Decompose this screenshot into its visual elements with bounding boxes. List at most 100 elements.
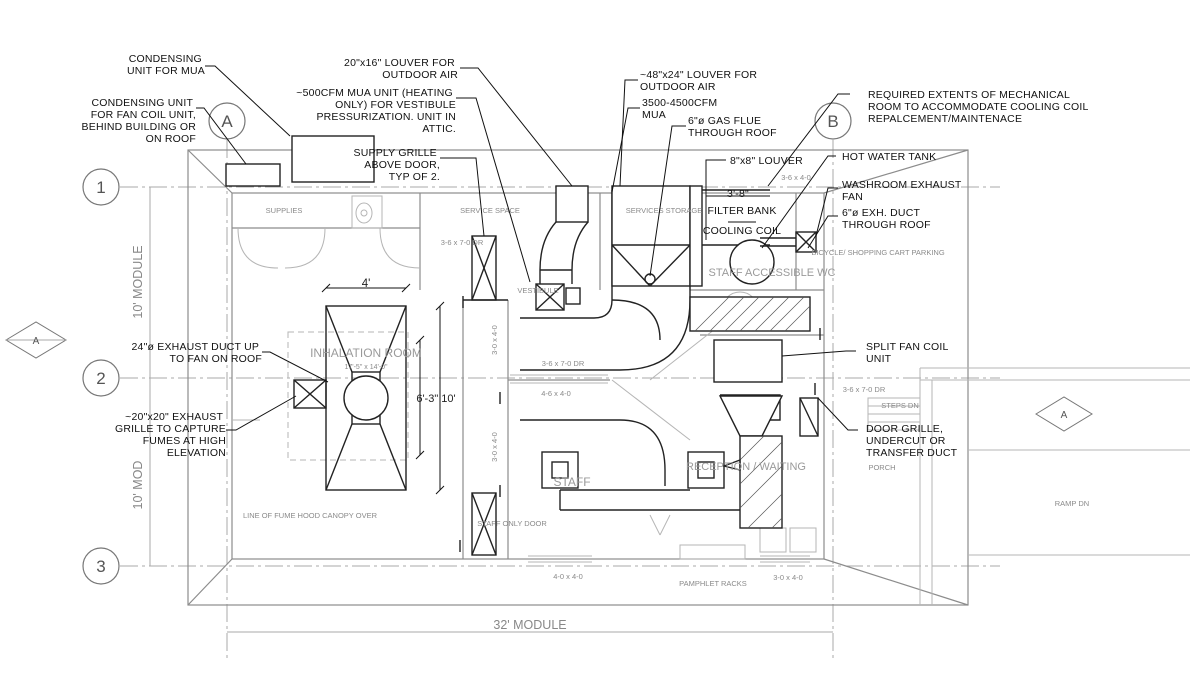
svg-text:CONDENSING UNIT FOR MUA: CONDENSING UNIT FOR MUA	[127, 53, 205, 77]
label-door-a: 3-6 x 7-0 DR	[441, 238, 484, 247]
note-exhaust-24-line: TO FAN ON ROOF	[170, 353, 262, 365]
svg-text:~48"x24" LOUVER FOR OUTDOO: ~48"x24" LOUVER FOR OUTDOOR AIR	[640, 69, 760, 93]
note-mua-500-line: ATTIC.	[422, 123, 456, 135]
note-supply-grille-line: TYP OF 2.	[389, 171, 440, 183]
filter-width-dimension: 3'-8"	[727, 188, 749, 200]
label-supplies: SUPPLIES	[266, 206, 303, 215]
note-filter-bank: FILTER BANK	[707, 205, 776, 217]
room-names: INHALATION ROOM STAFF ACCESSIBLE WC RECE…	[310, 267, 835, 489]
grid-bubble-1-label: 1	[96, 178, 105, 197]
label-door-c: 3-6 x 7-0 DR	[843, 385, 886, 394]
section-marker-right: A	[1035, 396, 1093, 432]
room-reception: RECEPTION / WAITING	[686, 461, 806, 473]
note-cond-fan-line: ON ROOF	[146, 133, 196, 145]
label-small-room-dim: 17'-5" x 14'-0"	[344, 364, 388, 371]
note-exh-duct-6-line: THROUGH ROOF	[842, 219, 931, 231]
note-exhaust-24: 24"ø EXHAUST DUCT UP	[132, 341, 259, 353]
ductwork	[225, 135, 821, 556]
note-required-extents-line: ROOM TO ACCOMMODATE COOLING COIL	[868, 101, 1089, 113]
note-mua-500: ~500CFM MUA UNIT (HEATING	[296, 87, 453, 99]
svg-text:6"ø EXH. DUCT THROUGH ROOF: 6"ø EXH. DUCT THROUGH ROOF	[842, 207, 931, 231]
svg-text:SUPPLY GRILLE ABOVE DOOR,T: SUPPLY GRILLE ABOVE DOOR,TYP OF 2.	[354, 147, 440, 183]
svg-text:WASHROOM EXHAUST FAN: WASHROOM EXHAUST FAN	[842, 179, 964, 203]
note-mua-500-line: ONLY) FOR VESTIBULE	[335, 99, 456, 111]
note-washroom-fan-line: FAN	[842, 191, 863, 203]
note-washroom-fan: WASHROOM EXHAUST	[842, 179, 962, 191]
svg-text:~20"x20" EXHAUST GRILLE TO: ~20"x20" EXHAUST GRILLE TO CAPTUREFUMES …	[115, 411, 226, 459]
grid-bubble-1: 1	[82, 168, 120, 206]
label-porch: PORCH	[868, 463, 895, 472]
module-label-left-bottom: 10' MOD	[131, 461, 145, 510]
grid-bubble-b: B	[814, 102, 852, 140]
hood-height-dimension: 6'-3" 10'	[416, 393, 455, 405]
label-window-404: 4-0 x 4-0	[553, 572, 583, 581]
note-exhaust-grille: ~20"x20" EXHAUST	[125, 411, 223, 423]
note-mua-3500: 3500-4500CFM	[642, 97, 717, 109]
label-staff-only: STAFF ONLY DOOR	[477, 519, 547, 528]
label-window-304: 3-0 x 4-0	[773, 573, 803, 582]
room-staff-wc: STAFF ACCESSIBLE WC	[709, 267, 836, 279]
svg-text:CONDENSING UNIT FOR FAN CO: CONDENSING UNIT FOR FAN COIL UNIT,BEHIND…	[82, 97, 197, 145]
note-louver-48-line: OUTDOOR AIR	[640, 81, 716, 93]
grid-bubble-2-label: 2	[96, 369, 105, 388]
note-cooling-coil: COOLING COIL	[703, 225, 781, 237]
building-outline	[187, 149, 1190, 606]
module-label-left-top: 10' MODULE	[131, 245, 145, 318]
label-service-space: SERVICE SPACE	[460, 206, 520, 215]
svg-text:SPLIT FAN COIL UNIT: SPLIT FAN COIL UNIT	[866, 341, 951, 365]
note-cond-fan-line: BEHIND BUILDING OR	[82, 121, 197, 133]
label-services-storage: SERVICES STORAGE	[626, 206, 702, 215]
note-door-grille-line: TRANSFER DUCT	[866, 447, 958, 459]
note-split-fan-line: UNIT	[866, 353, 892, 365]
note-required-extents-line: REPALCEMENT/MAINTENACE	[868, 113, 1022, 125]
svg-text:20"x16" LOUVER FOR OUTDOOR: 20"x16" LOUVER FOR OUTDOOR AIR	[344, 57, 458, 81]
grid-bubble-3-label: 3	[96, 557, 105, 576]
leader-lines	[196, 65, 858, 431]
note-supply-grille: SUPPLY GRILLE	[354, 147, 437, 159]
section-marker-right-label: A	[1061, 410, 1068, 421]
note-mua-3500-line: MUA	[642, 109, 666, 121]
svg-text:24"ø EXHAUST DUCT UP TO FA: 24"ø EXHAUST DUCT UP TO FAN ON ROOF	[132, 341, 262, 365]
note-louver-20: 20"x16" LOUVER FOR	[344, 57, 455, 69]
note-exhaust-grille-line: ELEVATION	[167, 447, 226, 459]
grid-bubble-b-label: B	[827, 112, 838, 131]
hood-width-dimension: 4'	[362, 278, 371, 290]
svg-text:6"ø GAS FLUE THROUGH ROOF: 6"ø GAS FLUE THROUGH ROOF	[688, 115, 777, 139]
note-exhaust-grille-line: GRILLE TO CAPTURE	[115, 423, 226, 435]
grid-bubble-a-label: A	[221, 112, 233, 131]
section-marker-left-label: A	[33, 336, 40, 347]
room-staff: STAFF	[553, 475, 590, 489]
note-cond-fan: CONDENSING UNIT	[91, 97, 193, 109]
annotations: CONDENSING UNIT FOR MUA CONDENSING UNIT …	[82, 53, 1089, 459]
note-exh-duct-6: 6"ø EXH. DUCT	[842, 207, 920, 219]
module-label-bottom: 32' MODULE	[493, 618, 566, 632]
note-louver-8: 8"x8" LOUVER	[730, 155, 803, 167]
note-door-grille-line: UNDERCUT OR	[866, 435, 946, 447]
note-supply-grille-line: ABOVE DOOR,	[364, 159, 440, 171]
grid-bubble-2: 2	[82, 359, 120, 397]
note-door-grille: DOOR GRILLE,	[866, 423, 943, 435]
note-cond-mua: CONDENSING	[129, 53, 202, 65]
note-mua-500-line: PRESSURIZATION. UNIT IN	[316, 111, 456, 123]
label-fume-hood: LINE OF FUME HOOD CANOPY OVER	[243, 511, 378, 520]
label-ramp-dn: RAMP DN	[1055, 499, 1089, 508]
note-gas-flue: 6"ø GAS FLUE	[688, 115, 761, 127]
svg-text:REQUIRED EXTENTS OF MECHANICAL: REQUIRED EXTENTS OF MECHANICAL ROOM TO A…	[868, 89, 1089, 125]
room-labels: SUPPLIES SERVICE SPACE SERVICES STORAGE …	[243, 173, 1089, 588]
note-louver-20-line: OUTDOOR AIR	[382, 69, 458, 81]
note-split-fan: SPLIT FAN COIL	[866, 341, 949, 353]
grid-bubble-a: A	[208, 102, 246, 140]
label-door-b: 3-6 x 7-0 DR	[542, 359, 585, 368]
fume-hood-canopy	[287, 283, 445, 495]
label-steps-dn: STEPS DN	[881, 401, 919, 410]
label-pamphlet: PAMPHLET RACKS	[679, 579, 747, 588]
label-window-464: 4-6 x 4-0	[541, 389, 571, 398]
label-bicycle: BICYCLE/ SHOPPING CART PARKING	[811, 248, 945, 257]
room-inhalation: INHALATION ROOM	[310, 346, 422, 360]
label-window-vert-b: 3-0 x 4-0	[490, 432, 499, 462]
label-vestibule: VESTIBULE	[517, 286, 558, 295]
label-window-top: 3-6 x 4-0	[781, 173, 811, 182]
grid-bubble-3: 3	[82, 547, 120, 585]
